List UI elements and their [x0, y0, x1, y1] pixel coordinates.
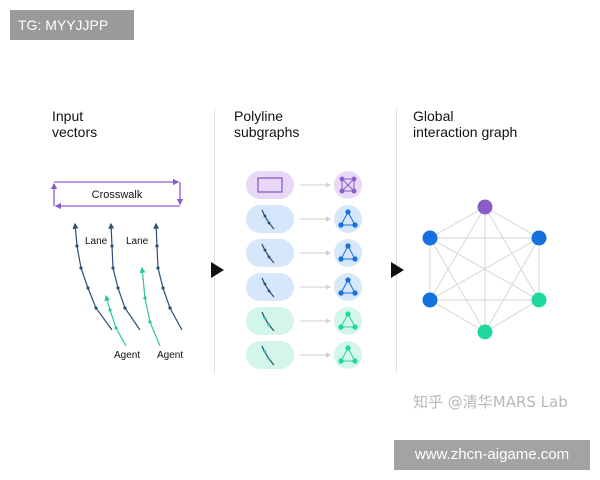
global-interaction-graph-title: Global interaction graph: [413, 108, 517, 140]
subgraph-row-lane: [246, 205, 362, 233]
graph-node-agent: [531, 292, 547, 308]
title-line-1: Global: [413, 108, 454, 124]
global-interaction-graph: [422, 199, 547, 340]
input-vectors-diagram: Crosswalk Lane Lane Agent Agent: [50, 178, 184, 361]
crosswalk-vectors: [50, 178, 184, 210]
subgraph-row-agent: [246, 341, 362, 369]
lane-vector-markers: [75, 244, 172, 310]
title-line-1: Polyline: [234, 108, 284, 124]
tg-badge: TG: MYYJJPP: [10, 10, 134, 40]
column-divider: [214, 108, 215, 373]
graph-node-agent: [477, 324, 493, 340]
title-line-2: interaction graph: [413, 124, 518, 140]
polyline-subgraphs-title: Polyline subgraphs: [234, 108, 299, 140]
agent-vectors: [104, 266, 161, 347]
graph-node-lane: [531, 230, 547, 246]
column-divider: [396, 108, 397, 373]
crosswalk-label: Crosswalk: [92, 189, 143, 201]
site-badge[interactable]: www.zhcn-aigame.com: [394, 440, 590, 470]
lane-label-2: Lane: [126, 236, 149, 247]
graph-edges: [429, 206, 540, 333]
agent-label-1: Agent: [114, 350, 140, 361]
subgraph-row-crosswalk: [246, 171, 362, 199]
input-vectors-title: Input vectors: [52, 108, 97, 140]
subgraph-row-lane: [246, 273, 362, 301]
graph-node-crosswalk: [477, 199, 493, 215]
subgraph-row-agent: [246, 307, 362, 335]
polyline-subgraphs-diagram: [246, 171, 362, 369]
title-line-2: subgraphs: [234, 124, 300, 140]
title-line-1: Input: [52, 108, 84, 124]
agent-vector-markers: [108, 296, 152, 330]
graph-node-lane: [422, 230, 438, 246]
graph-node-lane: [422, 292, 438, 308]
title-line-2: vectors: [52, 124, 98, 140]
lane-label-1: Lane: [85, 236, 108, 247]
lane-vectors: [72, 222, 183, 331]
watermark-text: 知乎 @清华MARS Lab: [413, 393, 568, 411]
subgraph-row-lane: [246, 239, 362, 267]
play-triangle-icon: [391, 262, 404, 278]
play-triangle-icon: [211, 262, 224, 278]
agent-label-2: Agent: [157, 350, 183, 361]
